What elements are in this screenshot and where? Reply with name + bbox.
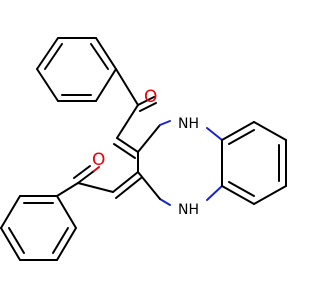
double-bond-inner — [90, 43, 109, 70]
bond — [137, 124, 161, 153]
nitrogen-bond — [206, 127, 223, 141]
double-bond-inner — [8, 227, 25, 254]
nitrogen-bond — [159, 198, 171, 206]
nitrogen-top-label: NH — [178, 116, 199, 132]
bond — [77, 182, 114, 193]
bond — [77, 170, 95, 184]
bottom-phenyl-ring — [0, 195, 77, 261]
bond — [221, 185, 255, 205]
nitrogen-bond — [159, 120, 171, 126]
exocyclic-double-bond — [113, 143, 136, 159]
bond — [95, 37, 117, 70]
oxygen-bottom-label: O — [92, 150, 105, 170]
carbonyl-bond — [73, 165, 91, 179]
double-bond-inner — [52, 227, 69, 254]
bond — [56, 195, 77, 229]
bond — [0, 227, 21, 261]
carbonyl-bond-o — [93, 166, 100, 172]
bond — [36, 37, 59, 70]
bond — [253, 185, 287, 205]
bond — [221, 121, 255, 141]
double-bond-inner — [44, 43, 63, 70]
oxygen-top-label: O — [144, 87, 157, 107]
bond — [115, 68, 139, 106]
bond — [36, 68, 59, 102]
top-phenyl-ring — [36, 37, 117, 102]
top-carbonyl-group — [113, 68, 157, 159]
exocyclic-double-bond — [116, 137, 139, 153]
carbonyl-bond — [139, 102, 157, 112]
bond — [116, 104, 139, 139]
pyrazine-ring — [137, 120, 223, 206]
bond — [137, 171, 161, 200]
double-bond-inner — [228, 181, 255, 197]
bond — [95, 68, 117, 102]
bond — [56, 227, 77, 261]
bond — [56, 182, 79, 197]
carbonyl-bond — [137, 96, 155, 106]
double-bond-inner — [228, 129, 255, 145]
nitrogen-bottom-label: NH — [178, 202, 199, 218]
bottom-carbonyl-group — [56, 165, 142, 199]
benzo-ring — [221, 121, 287, 205]
structure-svg: O O NH NH — [0, 37, 287, 261]
bond — [253, 121, 287, 141]
exocyclic-double-bond — [115, 177, 142, 199]
exocyclic-double-bond — [112, 171, 139, 193]
molecule-diagram: O O NH NH — [0, 37, 287, 261]
bond — [0, 195, 21, 229]
nitrogen-bond — [206, 185, 223, 201]
